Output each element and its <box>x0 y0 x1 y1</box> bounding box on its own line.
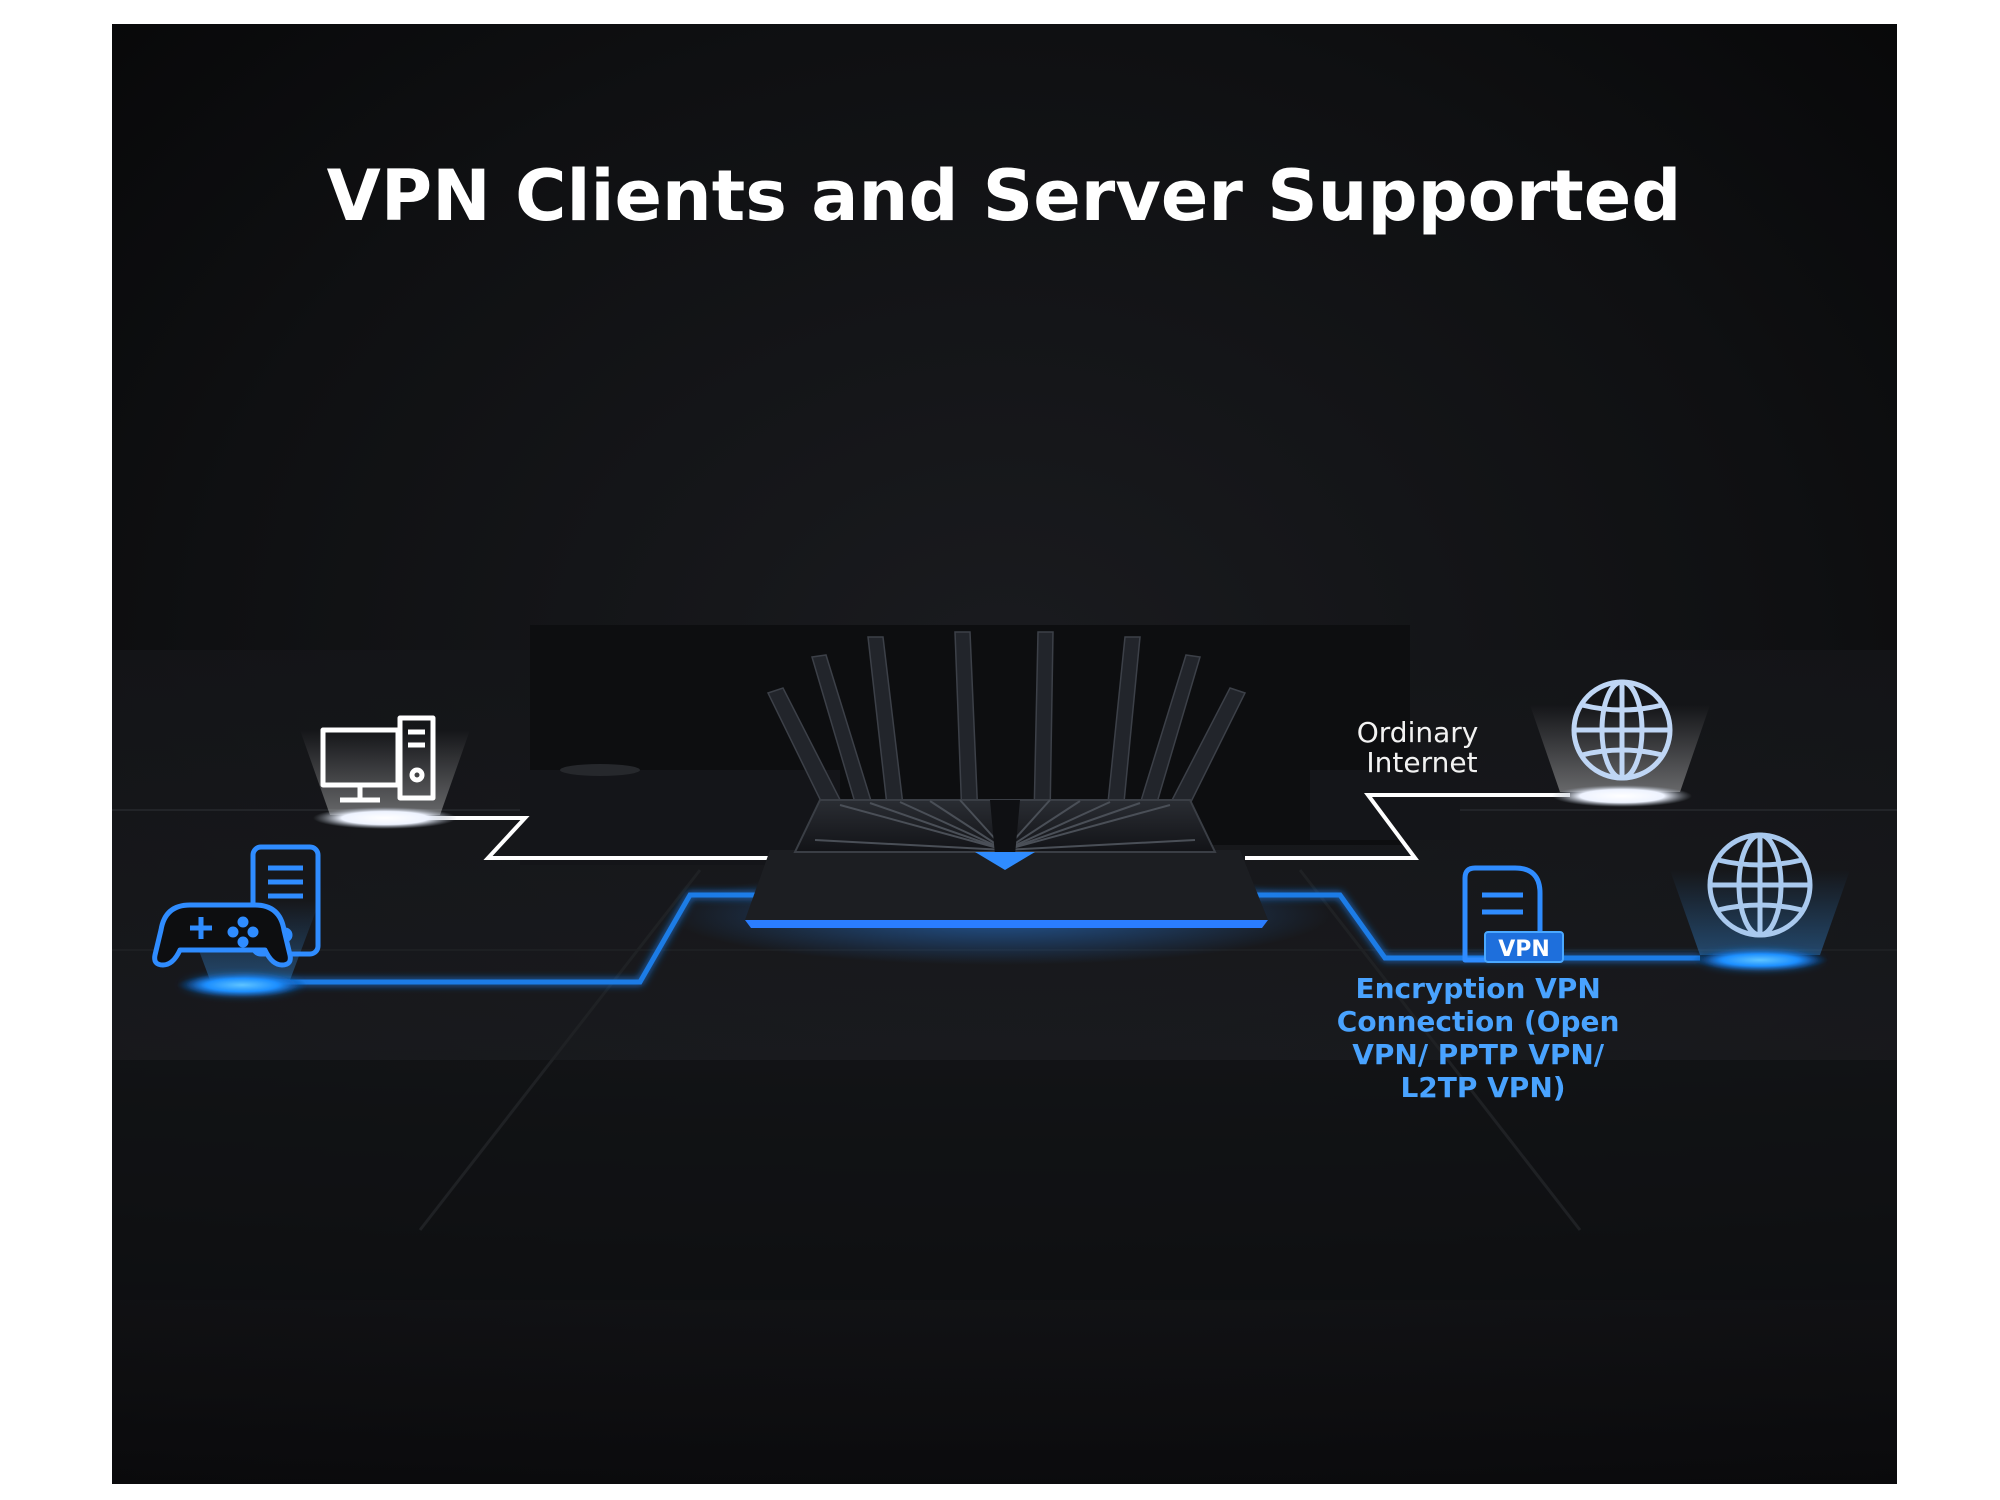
router-antennas <box>766 631 1247 841</box>
ordinary-connection-lines <box>410 793 1570 860</box>
ordinary-internet-label: Ordinary Internet <box>1357 716 1488 779</box>
vpn-badge <box>1484 931 1564 963</box>
ordinary-internet-destination <box>1530 679 1710 807</box>
ordinary-label-line-2: Internet <box>1366 746 1477 779</box>
encryption-label-line-1: Encryption VPN <box>1355 972 1600 1005</box>
page-title: VPN Clients and Server Supported <box>327 155 1682 237</box>
router <box>670 631 1330 965</box>
gaming-client <box>152 844 321 997</box>
desktop-client <box>300 715 470 829</box>
encryption-label-line-3: VPN/ PPTP VPN/ <box>1352 1038 1605 1071</box>
vpn-badge-label: VPN <box>1498 937 1550 962</box>
encryption-label-line-4: L2TP VPN) <box>1400 1071 1565 1104</box>
vpn-server: VPN <box>1462 865 1564 963</box>
ordinary-label-line-1: Ordinary <box>1357 716 1479 749</box>
router-vents <box>814 799 1196 851</box>
gamepad-icon <box>152 902 293 968</box>
globe-icon <box>1707 832 1813 938</box>
encryption-vpn-label: Encryption VPN Connection (Open VPN/ PPT… <box>1337 972 1629 1104</box>
globe-icon <box>1571 679 1673 781</box>
vpn-destination <box>1670 832 1850 971</box>
desktop-computer-icon <box>320 715 436 803</box>
encryption-label-line-2: Connection (Open <box>1337 1005 1620 1038</box>
